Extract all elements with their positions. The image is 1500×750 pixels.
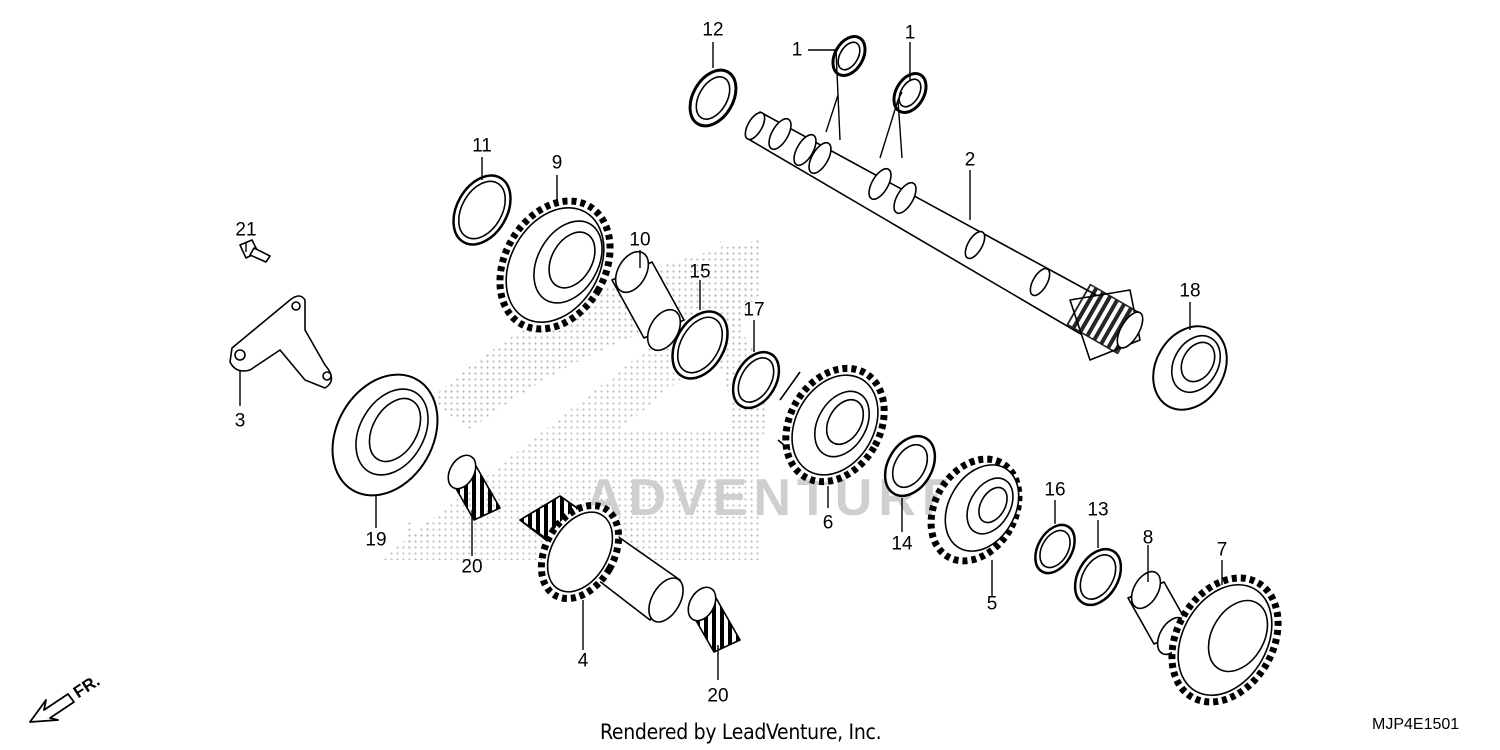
main-shaft [744, 111, 1144, 361]
washer-13 [1073, 547, 1123, 607]
bolt-21 [239, 239, 271, 263]
setting-plate-3 [229, 295, 333, 389]
callout-18[interactable]: 18 [1179, 280, 1201, 302]
countershaft-gear-4 [519, 495, 684, 623]
callout-5[interactable]: 5 [986, 593, 998, 615]
callout-1b[interactable]: 1 [904, 22, 916, 44]
credit-text: Rendered by LeadVenture, Inc. [600, 720, 882, 744]
gear-5 [927, 455, 1023, 565]
lock-washer-14 [883, 434, 937, 498]
leader-lines [239, 42, 1223, 680]
callout-15[interactable]: 15 [689, 261, 711, 283]
bearing-19 [331, 373, 439, 497]
callout-21[interactable]: 21 [235, 219, 257, 241]
callout-1a[interactable]: 1 [791, 39, 803, 61]
circlip-17 [731, 350, 781, 410]
front-direction-arrow [29, 693, 75, 723]
gear-9 [496, 197, 614, 333]
callout-11[interactable]: 11 [472, 135, 492, 157]
callout-17[interactable]: 17 [743, 299, 765, 321]
callout-3[interactable]: 3 [234, 410, 246, 432]
callout-19[interactable]: 19 [365, 529, 387, 551]
bearing-18 [1152, 325, 1228, 411]
callout-9[interactable]: 9 [551, 152, 563, 174]
callout-16[interactable]: 16 [1044, 479, 1066, 501]
callout-14[interactable]: 14 [891, 533, 913, 555]
callout-7[interactable]: 7 [1216, 539, 1228, 561]
callout-4[interactable]: 4 [577, 650, 589, 672]
callout-13[interactable]: 13 [1087, 499, 1109, 521]
callout-10[interactable]: 10 [629, 229, 651, 251]
washer-15 [671, 310, 729, 380]
needle-bearing-20a [447, 454, 501, 521]
callout-2[interactable]: 2 [964, 149, 976, 171]
snap-ring-1b [892, 72, 928, 114]
circlip-16 [1034, 523, 1076, 575]
callout-6[interactable]: 6 [822, 512, 834, 534]
gear-6 [777, 364, 888, 486]
diagram-code: MJP4E1501 [1372, 716, 1460, 733]
thrust-washer-12 [688, 68, 738, 128]
callout-20b[interactable]: 20 [707, 685, 729, 707]
washer-11 [452, 174, 512, 246]
needle-bearing-20b [687, 586, 741, 653]
gear-7 [1168, 574, 1282, 706]
callout-12[interactable]: 12 [702, 19, 724, 41]
callout-8[interactable]: 8 [1142, 527, 1154, 549]
snap-ring-1a [831, 35, 867, 77]
callout-20a[interactable]: 20 [461, 556, 483, 578]
